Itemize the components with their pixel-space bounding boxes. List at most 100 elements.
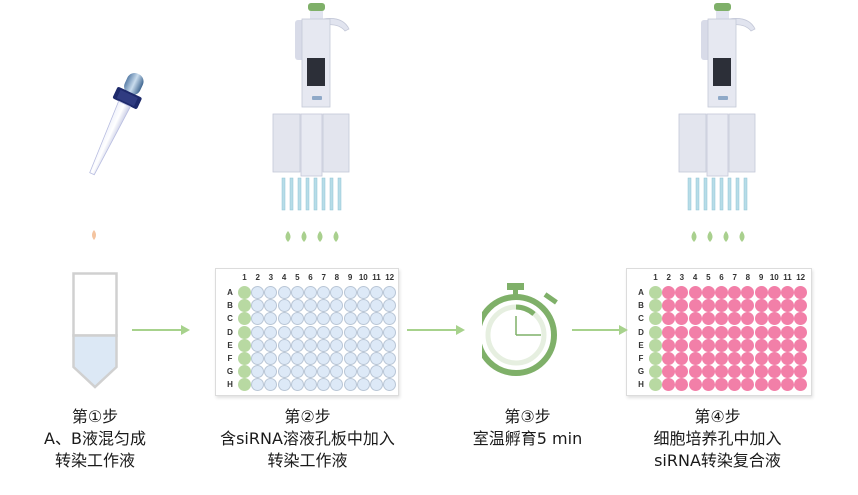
well-A12 [794,286,808,299]
well-H9 [343,378,357,392]
well-D5 [701,325,715,339]
plate-column-label: 5 [706,273,711,282]
well-G3 [675,365,689,379]
well-D5 [290,325,304,339]
well-B6 [304,299,317,313]
well-E10 [356,338,370,352]
well-G7 [317,365,331,379]
well-C2 [251,312,265,326]
well-H12 [383,378,397,392]
well-E2 [251,338,265,352]
well-G6 [715,365,728,379]
plate-row-label: H [227,380,233,390]
plate-column-label: 6 [308,273,313,282]
plate-column-label: 4 [281,273,287,282]
plate-column-label: 7 [321,273,326,282]
well-B11 [781,299,794,313]
well-F8 [330,352,344,365]
well-F7 [317,352,331,365]
well-C4 [688,312,702,326]
step2-line1: 含siRNA溶液孔板中加入 [220,429,395,448]
well-G12 [794,365,808,379]
well-A6 [304,286,317,299]
well-F2 [251,352,265,365]
well-A2 [662,286,676,299]
plate-column-label: 3 [268,273,274,282]
plate-column-label: 10 [769,273,779,282]
well-H3 [264,378,278,392]
step4-line2: siRNA转染复合液 [654,451,781,470]
plate-row-label: E [638,340,644,350]
stopwatch-icon [482,283,558,376]
plate-column-label: 9 [347,273,353,282]
well-B4 [277,299,291,313]
well-D10 [356,325,370,339]
well-A10 [356,286,370,299]
well-C1 [238,312,251,326]
well-F12 [383,352,397,365]
plate-column-label: 6 [719,273,724,282]
well-B9 [343,299,357,313]
well-C10 [356,312,370,326]
well-A4 [688,286,702,299]
well-H6 [715,378,728,392]
well-E11 [370,338,383,352]
well-A5 [290,286,304,299]
well-E11 [781,338,794,352]
well-F6 [304,352,317,365]
well-H10 [767,378,781,392]
well-H2 [662,378,676,392]
well-D6 [715,325,728,339]
well-B6 [715,299,728,313]
well-E9 [754,338,768,352]
well-F5 [290,352,304,365]
plate-column-label: 11 [372,273,381,282]
well-A8 [741,286,755,299]
well-F7 [728,352,742,365]
well-B1 [649,299,662,313]
well-D9 [343,325,357,339]
plate-row-label: C [227,314,233,324]
plate-column-label: 2 [666,273,671,282]
well-C11 [781,312,794,326]
well-H7 [728,378,742,392]
well-G5 [701,365,715,379]
step3-title: 第③步 [504,407,551,426]
well-G9 [754,365,768,379]
well-C7 [728,312,742,326]
well-H4 [277,378,291,392]
well-D2 [662,325,676,339]
well-D6 [304,325,317,339]
plate-row-label: F [227,354,233,363]
well-B7 [728,299,742,313]
well-B10 [767,299,781,313]
well-A2 [251,286,265,299]
well-C4 [277,312,291,326]
well-G9 [343,365,357,379]
well-B2 [662,299,676,313]
plate-row-label: B [227,301,233,311]
well-D1 [238,325,251,339]
well-C2 [662,312,676,326]
step1-line2: 转染工作液 [54,451,135,470]
plate-column-label: 4 [692,273,698,282]
plate-column-label: 10 [358,273,368,282]
plate-column-label: 12 [385,273,395,282]
well-H10 [356,378,370,392]
well-E10 [767,338,781,352]
well-D11 [370,325,383,339]
plate-row-label: C [638,314,644,324]
well-D7 [317,325,331,339]
plate-column-label: 2 [255,273,260,282]
step3-caption: 第③步 室温孵育5 min [455,406,600,450]
plate-row-label: A [638,288,644,297]
well-A10 [767,286,781,299]
well-B5 [290,299,304,313]
well-F4 [277,352,291,365]
well-B11 [370,299,383,313]
well-A11 [781,286,794,299]
well-F11 [781,352,794,365]
plate-column-label: 3 [679,273,685,282]
well-C12 [383,312,397,326]
well-A7 [317,286,331,299]
